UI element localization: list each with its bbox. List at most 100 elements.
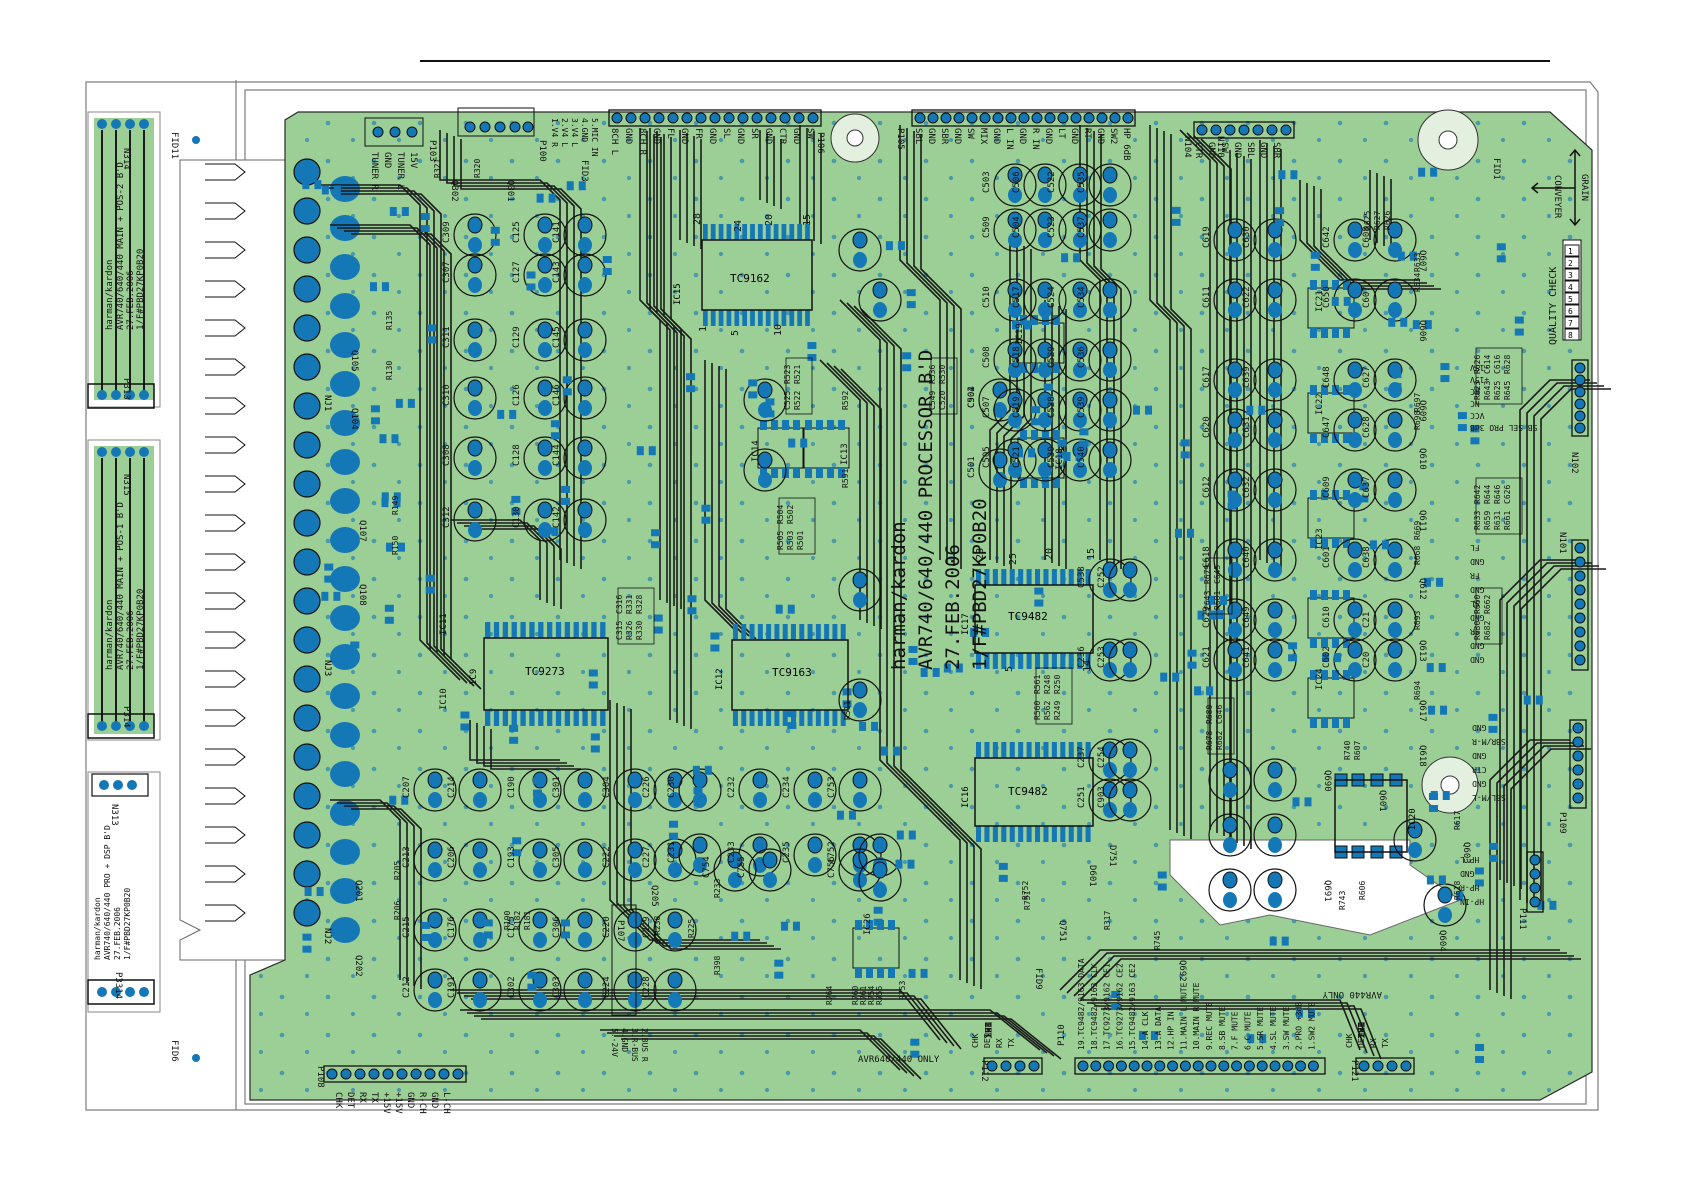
connector-pin	[1141, 1060, 1153, 1072]
ic-pin	[733, 624, 738, 640]
trace	[1540, 388, 1611, 909]
net-group-box	[1035, 667, 1073, 725]
board-title-line3: 27.FEB.2006	[942, 544, 964, 670]
connector-pin	[667, 112, 679, 124]
connector-p108-pin-label: DET	[345, 1092, 355, 1109]
capacitor-outline	[1253, 868, 1297, 912]
capacitor-outline	[518, 968, 562, 1012]
capacitor-pad	[577, 216, 593, 234]
capacitor-pad	[668, 862, 682, 878]
transistor-label: Q617	[1417, 700, 1427, 722]
smd-resistor	[1392, 371, 1402, 391]
ic-pin	[766, 710, 772, 726]
ic-pin	[710, 224, 716, 240]
ic-pin	[824, 624, 830, 640]
ic23-label: IC23	[1315, 528, 1325, 550]
capacitor-pad	[1123, 802, 1137, 818]
connector-pin	[1028, 1060, 1040, 1072]
ic-pin	[984, 826, 990, 842]
connector-p100-pin-label: 4.GND	[580, 118, 589, 142]
capacitor-outline	[453, 436, 497, 480]
connector-p100-ref: P100	[537, 140, 547, 162]
capacitor-label: C607	[1362, 286, 1372, 308]
connector-p110-pin-label: 6.C MUTE	[1243, 1011, 1252, 1050]
capacitor-outline	[838, 228, 882, 272]
smd-resistor	[302, 933, 312, 953]
connector-pin	[354, 1068, 366, 1080]
net-group-label: R502	[786, 505, 795, 524]
jack-pin-pad	[293, 587, 321, 615]
smd-resistor	[1157, 871, 1167, 891]
jack-outline	[205, 553, 246, 571]
net-group-label: R661	[1503, 511, 1512, 530]
capacitor-pad	[992, 451, 1008, 469]
smd-resistor	[668, 820, 678, 840]
capacitor-pad	[993, 402, 1007, 418]
ic-pin	[511, 622, 517, 638]
trace	[330, 224, 431, 650]
net-group-label: R645	[1503, 381, 1512, 400]
capacitor-pad	[427, 841, 443, 859]
net-group-label: R628	[1503, 355, 1512, 374]
ic18-label: IC18	[1055, 448, 1065, 470]
capacitor-pad	[1073, 232, 1087, 248]
trace	[600, 1029, 901, 1071]
capacitor-pad	[1103, 412, 1117, 428]
capacitor-pad	[578, 460, 592, 476]
connector-pin	[1224, 124, 1236, 136]
trace	[614, 1035, 915, 1077]
capacitor-outline	[458, 838, 502, 882]
capacitor-outline	[1253, 468, 1297, 512]
jack-outline	[205, 280, 246, 298]
connector-pin	[1358, 1060, 1370, 1072]
ic-pin	[591, 710, 597, 726]
trace	[860, 308, 982, 989]
capacitor-pad	[1073, 187, 1087, 203]
smd-pin	[816, 420, 823, 430]
connector-pin	[1400, 1060, 1412, 1072]
board-title-line4: 1/F#PBD27KP0B20	[969, 498, 991, 670]
smd-resistor	[1457, 412, 1467, 432]
capacitor-label: C612	[1202, 476, 1212, 498]
smd-pin	[805, 420, 812, 430]
capacitor-outline	[793, 768, 837, 812]
capacitor-pad	[668, 932, 682, 948]
net-group-label: R250	[1053, 675, 1062, 694]
capacitor-pad	[468, 277, 482, 293]
connector-pin	[406, 126, 418, 138]
ic-pin	[703, 224, 708, 240]
jack-outline	[205, 670, 246, 688]
smd-resistor	[1322, 653, 1342, 663]
smd-resistor	[1292, 797, 1312, 807]
ic-pin	[984, 569, 990, 585]
connector-p110-pin-label: 18.TC9482/9163 CLK	[1090, 963, 1099, 1050]
ic22-label: IC22	[1315, 393, 1325, 415]
capacitor-outline	[1088, 438, 1132, 482]
ic-pin	[1068, 742, 1074, 758]
capacitor-outline	[453, 318, 497, 362]
capacitor-outline	[678, 768, 722, 812]
capacitor-pad	[667, 911, 683, 929]
capacitor-label: C310	[442, 384, 452, 406]
capacitor-pad	[472, 971, 488, 989]
smd-pin	[1310, 538, 1317, 548]
ic-pin	[1018, 569, 1024, 585]
smd-resistor	[1061, 253, 1081, 263]
capacitor-label: C523	[1047, 216, 1057, 238]
resistor-label: R752	[1021, 881, 1030, 900]
net-group-box	[930, 357, 958, 415]
capacitor-label: C230	[667, 776, 677, 798]
capacitor-label: C305	[552, 846, 562, 868]
capacitor-label: C608	[1362, 226, 1372, 248]
smd-pin	[760, 420, 767, 430]
smd-resistor	[1331, 296, 1351, 306]
trace	[1066, 952, 1567, 994]
trace	[457, 992, 948, 1044]
capacitor-label: C641	[1242, 646, 1252, 668]
capacitor-pad	[807, 836, 823, 854]
capacitor-pad	[668, 992, 682, 1008]
connector-p106-pin-label: GND	[679, 128, 689, 144]
smd-resistor	[902, 352, 912, 372]
smd-pin	[1343, 280, 1350, 290]
